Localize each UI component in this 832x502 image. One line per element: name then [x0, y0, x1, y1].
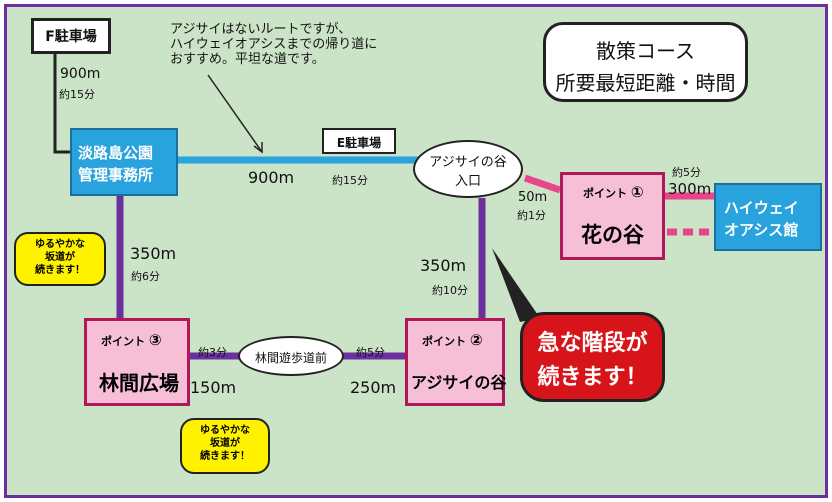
point3-tag-label: ポイント: [101, 335, 145, 348]
route-note: アジサイはないルートですが、 ハイウェイオアシスまでの帰り道に おすすめ。平坦な…: [170, 22, 377, 67]
route-flower-distance: 50m: [518, 190, 548, 205]
warning-pointer: [492, 248, 540, 322]
route-left-distance: 350m: [130, 244, 177, 263]
route-forest-right-distance: 250m: [350, 378, 397, 397]
bubble-bottom-line-3: 続きます！: [200, 451, 250, 462]
route-forest-left-distance: 150m: [190, 378, 237, 397]
route-forest-right-time: 約5分: [356, 346, 385, 359]
point2-name: アジサイの谷: [411, 373, 507, 392]
legend-title: 散策コース: [596, 39, 695, 63]
point3-box: ポイント ③ 林間広場: [84, 318, 190, 406]
highway-oasis-box: ハイウェイ オアシス館: [714, 183, 822, 251]
route-valley-distance: 350m: [420, 256, 467, 275]
route-left-time: 約6分: [131, 270, 160, 283]
note-line-3: おすすめ。平坦な道です。: [170, 52, 325, 67]
valley-entrance-oval: アジサイの谷 入口: [413, 140, 523, 198]
forest-path-label: 林間遊歩道前: [254, 351, 327, 365]
parking-f-box: F駐車場: [31, 18, 111, 54]
bubble-left-line-2: 坂道が: [45, 252, 75, 263]
office-line-2: 管理事務所: [78, 166, 154, 184]
route-f-time: 約15分: [59, 88, 95, 101]
legend-box: 散策コース 所要最短距離・時間: [543, 22, 748, 102]
point3-tag: ポイント ③: [101, 331, 162, 349]
valley-entrance-line-1: アジサイの谷: [429, 155, 507, 170]
point2-box: ポイント ② アジサイの谷: [405, 318, 507, 406]
route-valley-time: 約10分: [432, 284, 468, 297]
warning-line-2: 続きます！: [537, 365, 648, 390]
forest-path-oval: 林間遊歩道前: [238, 336, 344, 376]
bubble-left-line-3: 続きます！: [35, 265, 85, 276]
parking-e-label: E駐車場: [336, 136, 382, 150]
park-office-box: 淡路島公園 管理事務所: [70, 128, 178, 196]
point1-number: ①: [630, 183, 644, 201]
route-forest-left-time: 約3分: [198, 346, 227, 359]
route-e-distance: 900m: [248, 168, 295, 187]
valley-entrance-line-2: 入口: [454, 174, 481, 189]
bubble-bottom-line-1: ゆるやかな: [200, 425, 250, 436]
note-arrow-head: [253, 142, 263, 154]
point1-box: ポイント ① 花の谷: [560, 172, 665, 260]
point1-tag-label: ポイント: [583, 187, 627, 200]
parking-e-box: E駐車場: [322, 128, 396, 154]
point3-number: ③: [148, 331, 162, 349]
point3-name: 林間広場: [99, 371, 179, 395]
point2-tag-label: ポイント: [422, 335, 466, 348]
point1-tag: ポイント ①: [583, 183, 644, 201]
gentle-slope-bubble-bottom: ゆるやかな 坂道が 続きます！: [180, 418, 270, 474]
route-f-line: [53, 53, 70, 154]
route-e-time: 約15分: [332, 174, 368, 187]
warning-line-1: 急な階段が: [537, 331, 648, 356]
route-f-distance: 900m: [60, 66, 101, 82]
route-flower-time: 約1分: [517, 209, 546, 222]
bubble-bottom-line-2: 坂道が: [210, 438, 240, 449]
route-oasis-distance: 300m: [668, 180, 712, 198]
bubble-left-line-1: ゆるやかな: [35, 239, 85, 250]
office-line-1: 淡路島公園: [78, 144, 154, 162]
oasis-line-2: オアシス館: [724, 221, 799, 239]
point2-tag: ポイント ②: [422, 331, 483, 349]
point1-name: 花の谷: [581, 223, 644, 247]
gentle-slope-bubble-left: ゆるやかな 坂道が 続きます！: [14, 232, 106, 286]
steep-stairs-warning: 急な階段が 続きます！: [520, 312, 665, 402]
route-oasis-time: 約5分: [672, 166, 701, 179]
note-line-1: アジサイはないルートですが、: [170, 22, 352, 37]
route-flower-line: [523, 174, 562, 194]
parking-f-label: F駐車場: [45, 29, 97, 45]
point2-number: ②: [469, 331, 483, 349]
note-arrow: [207, 74, 263, 153]
legend-subtitle: 所要最短距離・時間: [555, 71, 736, 95]
oasis-line-1: ハイウェイ: [724, 199, 799, 217]
note-line-2: ハイウェイオアシスまでの帰り道に: [170, 37, 378, 52]
